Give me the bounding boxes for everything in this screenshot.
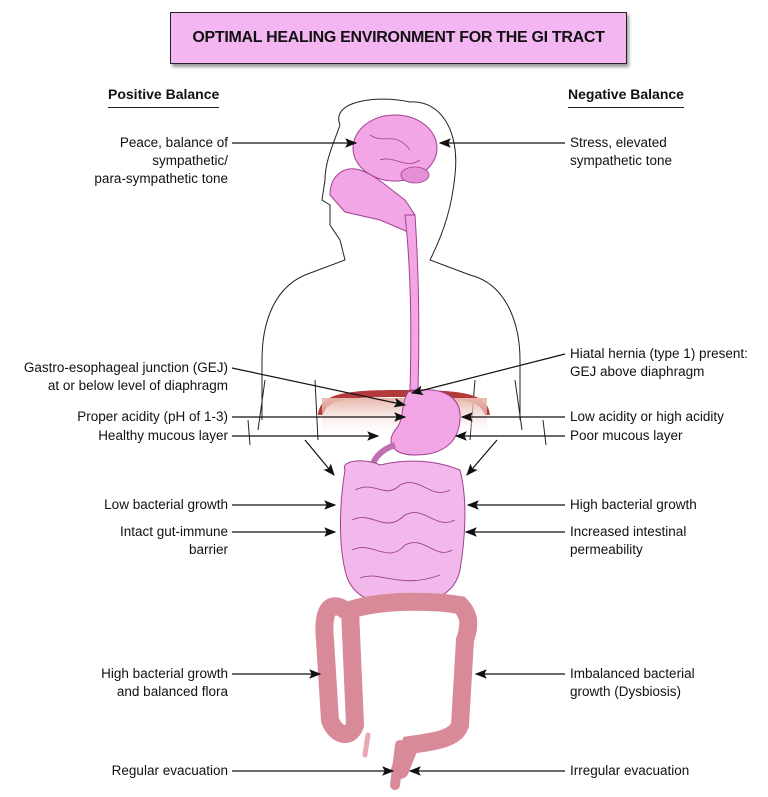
positive-label-bacterial: Low bacterial growth (104, 497, 228, 512)
positive-balance-header: Positive Balance (108, 86, 220, 108)
nasal-cavity (329, 168, 416, 236)
negative-label-evacuation: Irregular evacuation (570, 763, 690, 778)
negative-label-bacterial: High bacterial growth (570, 497, 697, 512)
negative-label-acidity: Low acidity or high acidity (570, 409, 724, 424)
page-title: OPTIMAL HEALING ENVIRONMENT FOR THE GI T… (170, 12, 627, 64)
small-intestine (339, 460, 466, 606)
positive-label-mucous: Healthy mucous layer (98, 428, 228, 443)
body-outline (261, 98, 521, 420)
negative-label-mucous: Poor mucous layer (570, 428, 683, 443)
esophagus (404, 214, 420, 391)
stomach (390, 389, 461, 456)
positive-label-acidity: Proper acidity (pH of 1-3) (77, 409, 228, 424)
positive-label-evacuation: Regular evacuation (111, 763, 228, 778)
colon (315, 592, 478, 779)
brain (352, 114, 438, 182)
positive-label-gej: Gastro-esophageal junction (GEJ)at or be… (23, 360, 228, 393)
negative-label-hernia: Hiatal hernia (type 1) present:GEJ above… (570, 346, 748, 379)
negative-balance-header: Negative Balance (568, 86, 684, 108)
